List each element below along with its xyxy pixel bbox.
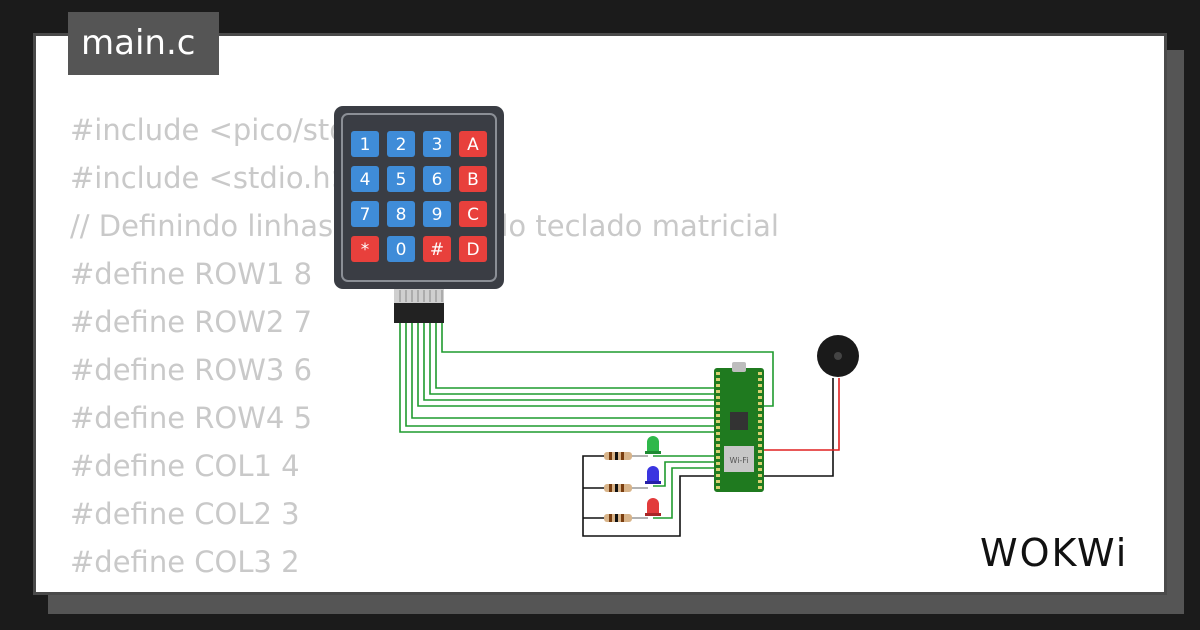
led-blue[interactable]	[645, 466, 661, 484]
board-pin	[716, 384, 720, 387]
board-pin	[716, 480, 720, 483]
keypad-key[interactable]: 9	[423, 201, 451, 227]
keypad-key[interactable]: 1	[351, 131, 379, 157]
board-pin	[758, 480, 762, 483]
board-pin	[716, 426, 720, 429]
keypad-key[interactable]: #	[423, 236, 451, 262]
wifi-module-label: Wi-Fi	[729, 456, 748, 465]
code-line: #define ROW4 5	[70, 401, 313, 435]
resistor[interactable]	[604, 452, 648, 460]
board-pin	[716, 444, 720, 447]
board-pin	[758, 414, 762, 417]
board-pin	[758, 372, 762, 375]
keypad-key-label: 9	[432, 205, 443, 225]
keypad-key-label: 5	[396, 170, 407, 190]
board-pin	[758, 486, 762, 489]
board-pin	[758, 474, 762, 477]
keypad-key[interactable]: 3	[423, 131, 451, 157]
keypad-key-label: A	[467, 135, 479, 155]
code-line: #define ROW1 8	[70, 257, 313, 291]
board-pin	[758, 420, 762, 423]
board-pin	[716, 396, 720, 399]
keypad-key-label: 2	[396, 135, 407, 155]
keypad-key-label: 8	[396, 205, 407, 225]
keypad-key[interactable]: D	[459, 236, 487, 262]
board-pin	[758, 396, 762, 399]
code-line: #define COL2 3	[70, 497, 300, 531]
buzzer-wire	[762, 378, 840, 451]
keypad-key-label: 1	[360, 135, 371, 155]
keypad-key[interactable]: C	[459, 201, 487, 227]
board-pin	[758, 438, 762, 441]
code-line: #define COL1 4	[70, 449, 300, 483]
board-pin	[716, 420, 720, 423]
led-green[interactable]	[645, 436, 661, 454]
code-line: #define ROW2 7	[70, 305, 313, 339]
code-line: #define COL3 2	[70, 545, 300, 579]
keypad-key[interactable]: 8	[387, 201, 415, 227]
board-pin	[716, 450, 720, 453]
board-pin	[758, 468, 762, 471]
resistor[interactable]	[604, 514, 648, 522]
keypad[interactable]: 1 2 3 A 4 5 6 B 7 8 9 C * 0 # D	[334, 106, 504, 289]
buzzer[interactable]	[817, 335, 859, 377]
board-pin	[716, 462, 720, 465]
keypad-key-label: 0	[396, 240, 407, 260]
board-pin	[758, 378, 762, 381]
board-pin	[758, 390, 762, 393]
board-pin	[758, 456, 762, 459]
board-pin	[716, 438, 720, 441]
board-pin	[758, 402, 762, 405]
board-pin	[758, 408, 762, 411]
svg-text:WOKWi: WOKWi	[980, 531, 1128, 575]
keypad-key[interactable]: A	[459, 131, 487, 157]
code-line: #define ROW3 6	[70, 353, 313, 387]
keypad-key-label: 4	[360, 170, 371, 190]
keypad-key[interactable]: B	[459, 166, 487, 192]
board-pin	[716, 456, 720, 459]
board-pin	[716, 402, 720, 405]
keypad-key-label: B	[467, 170, 479, 190]
keypad-wires	[399, 323, 774, 433]
keypad-key[interactable]: 4	[351, 166, 379, 192]
keypad-key-label: 6	[432, 170, 443, 190]
keypad-key[interactable]: *	[351, 236, 379, 262]
board-pin	[758, 444, 762, 447]
board-pin	[758, 384, 762, 387]
board-pin	[758, 432, 762, 435]
keypad-key-label: 3	[432, 135, 443, 155]
keypad-key-label: C	[467, 205, 479, 225]
keypad-key[interactable]: 0	[387, 236, 415, 262]
board-pin	[716, 408, 720, 411]
keypad-key-label: *	[361, 240, 370, 260]
keypad-key[interactable]: 5	[387, 166, 415, 192]
keypad-key[interactable]: 7	[351, 201, 379, 227]
board-pin	[758, 450, 762, 453]
keypad-key-label: #	[430, 240, 444, 260]
board-pin	[716, 468, 720, 471]
board-pin	[716, 372, 720, 375]
board-pin	[758, 462, 762, 465]
led-wires	[653, 455, 716, 519]
led-red[interactable]	[645, 498, 661, 516]
keypad-key[interactable]: 2	[387, 131, 415, 157]
ground-wires	[582, 378, 834, 537]
keypad-key-label: D	[466, 240, 479, 260]
file-tab[interactable]: main.c	[68, 12, 219, 75]
board-pin	[716, 390, 720, 393]
keypad-key-label: 7	[360, 205, 371, 225]
board-pin	[716, 486, 720, 489]
board-pin	[716, 378, 720, 381]
resistor[interactable]	[604, 484, 648, 492]
keypad-key[interactable]: 6	[423, 166, 451, 192]
code-line: #include <stdio.h>	[70, 161, 355, 195]
board-pin	[758, 426, 762, 429]
board-pin	[716, 432, 720, 435]
board-pin	[716, 474, 720, 477]
pico-board[interactable]: Wi-Fi	[714, 362, 764, 492]
wokwi-logo: WOKWi	[980, 531, 1128, 575]
keypad-connector	[394, 289, 444, 323]
board-pin	[716, 414, 720, 417]
